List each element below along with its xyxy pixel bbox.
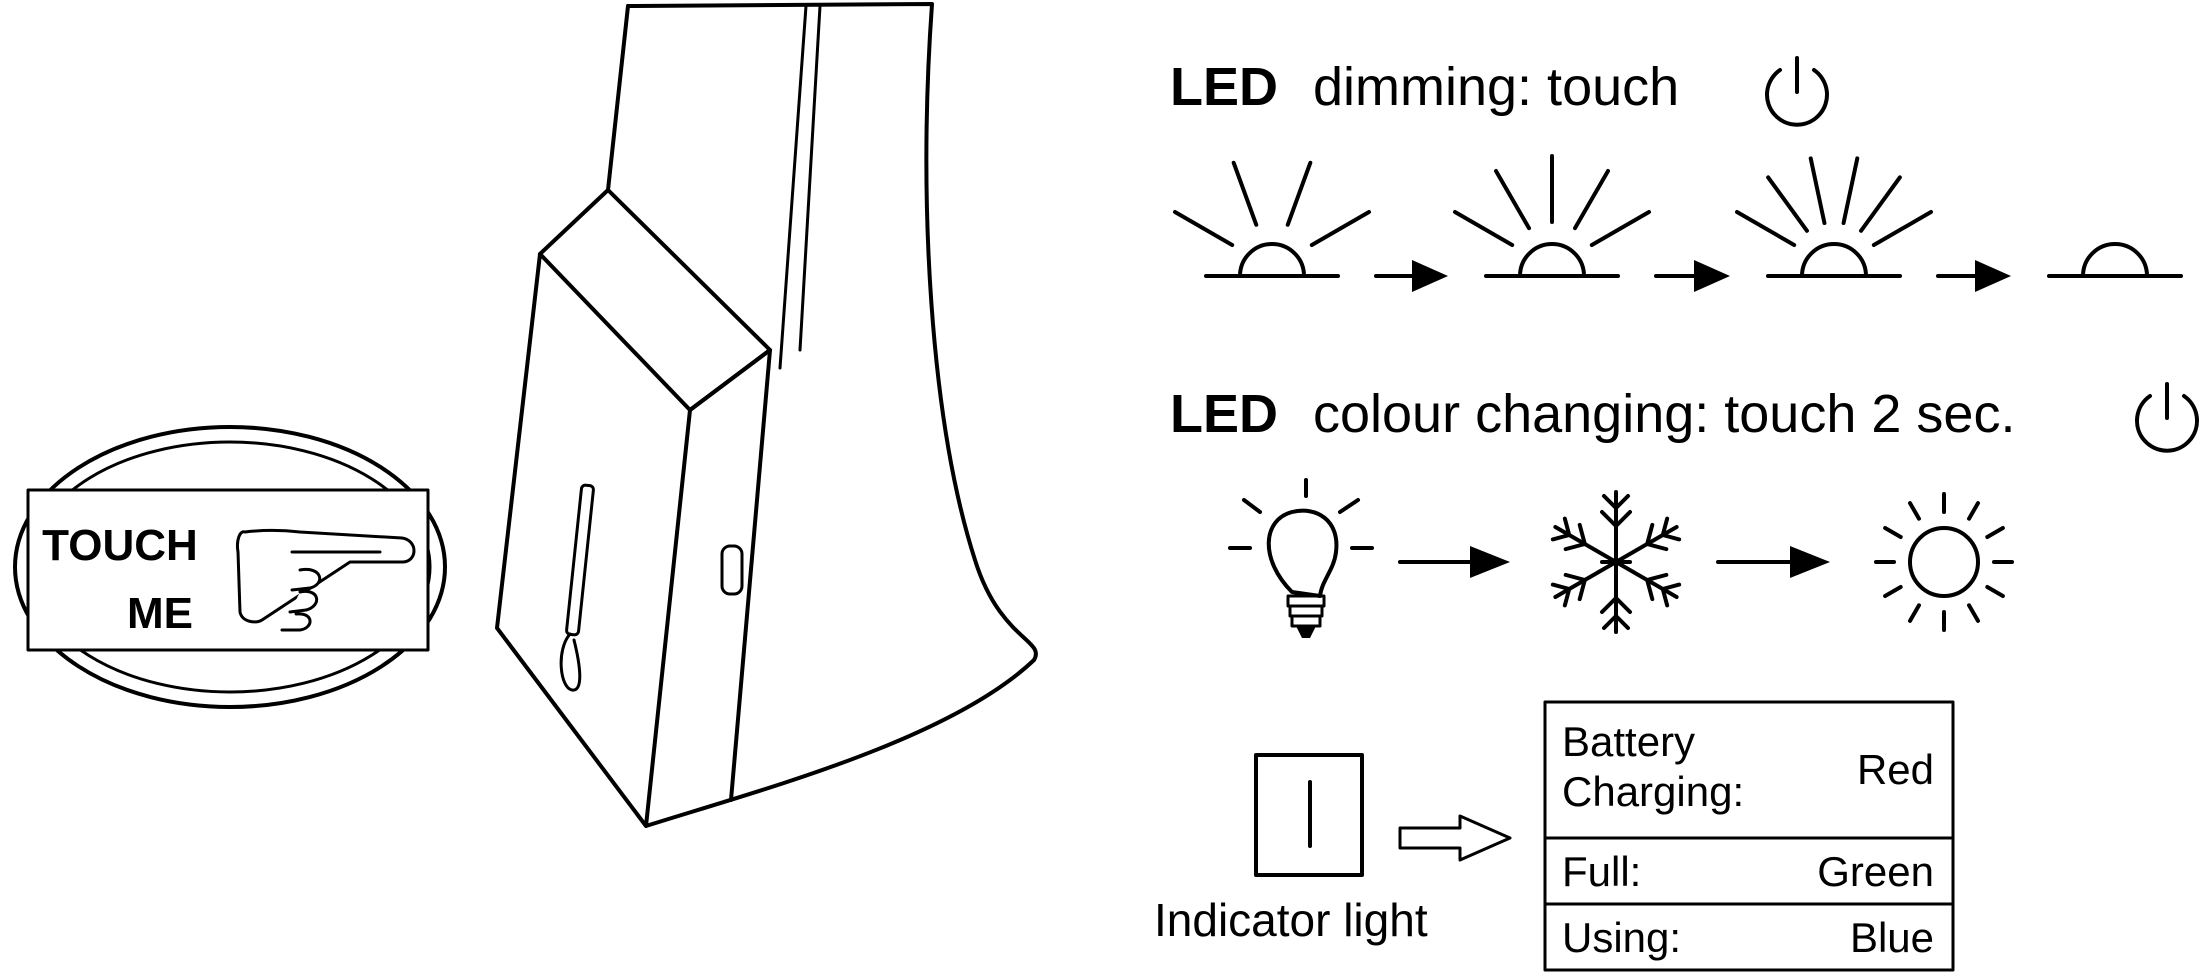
status-state: Battery — [1562, 718, 1695, 765]
lamp-drawing — [495, 2, 1038, 828]
daylight-sun-icon — [1874, 492, 2014, 632]
arrow — [1936, 260, 2011, 292]
light-rays-high-icon — [1735, 156, 1933, 278]
touch-label: TOUCH — [42, 521, 198, 570]
arrow — [1654, 260, 1730, 292]
colour-text: colour changing: touch 2 sec. — [1313, 384, 2015, 444]
arrow — [1374, 260, 1448, 292]
status-row-charging: Battery Charging: Red — [1562, 718, 1934, 815]
dimming-heading: LED dimming: touch — [1170, 56, 1829, 127]
lamp-power-icon — [559, 632, 582, 692]
light-off-icon — [2047, 242, 2183, 278]
cool-snowflake-icon — [1546, 490, 1686, 634]
arrow — [1398, 546, 1510, 578]
indicator-section: Indicator light — [1154, 753, 1512, 946]
indicator-label: Indicator light — [1154, 894, 1428, 946]
arrow — [1716, 546, 1830, 578]
indicator-switch-icon — [1254, 753, 1364, 877]
status-state: Using: — [1562, 914, 1681, 961]
status-row-full: Full: Green — [1562, 848, 1934, 895]
me-label: ME — [127, 589, 193, 638]
light-rays-low-icon — [1173, 160, 1371, 278]
status-color: Blue — [1850, 914, 1934, 961]
status-table: Battery Charging: Red Full: Green Using:… — [1543, 700, 1955, 972]
colour-steps — [1228, 478, 2014, 638]
status-state: Charging: — [1562, 768, 1744, 815]
power-icon — [1765, 56, 1829, 127]
status-row-using: Using: Blue — [1562, 914, 1934, 961]
warm-bulb-icon — [1228, 478, 1374, 638]
dimming-text: dimming: touch — [1313, 57, 1679, 117]
status-color: Green — [1817, 848, 1934, 895]
outline-arrow — [1398, 814, 1512, 862]
colour-led-label: LED — [1170, 384, 1278, 444]
status-state: Full: — [1562, 848, 1641, 895]
dimming-led-label: LED — [1170, 57, 1278, 117]
status-color: Red — [1857, 746, 1934, 793]
light-rays-medium-icon — [1453, 154, 1651, 278]
pointing-hand-icon — [236, 529, 416, 632]
dimming-steps — [1173, 154, 2183, 292]
power-icon — [2135, 382, 2199, 453]
touch-me-badge: TOUCH ME — [13, 425, 447, 709]
colour-heading: LED colour changing: touch 2 sec. — [1170, 382, 2199, 453]
